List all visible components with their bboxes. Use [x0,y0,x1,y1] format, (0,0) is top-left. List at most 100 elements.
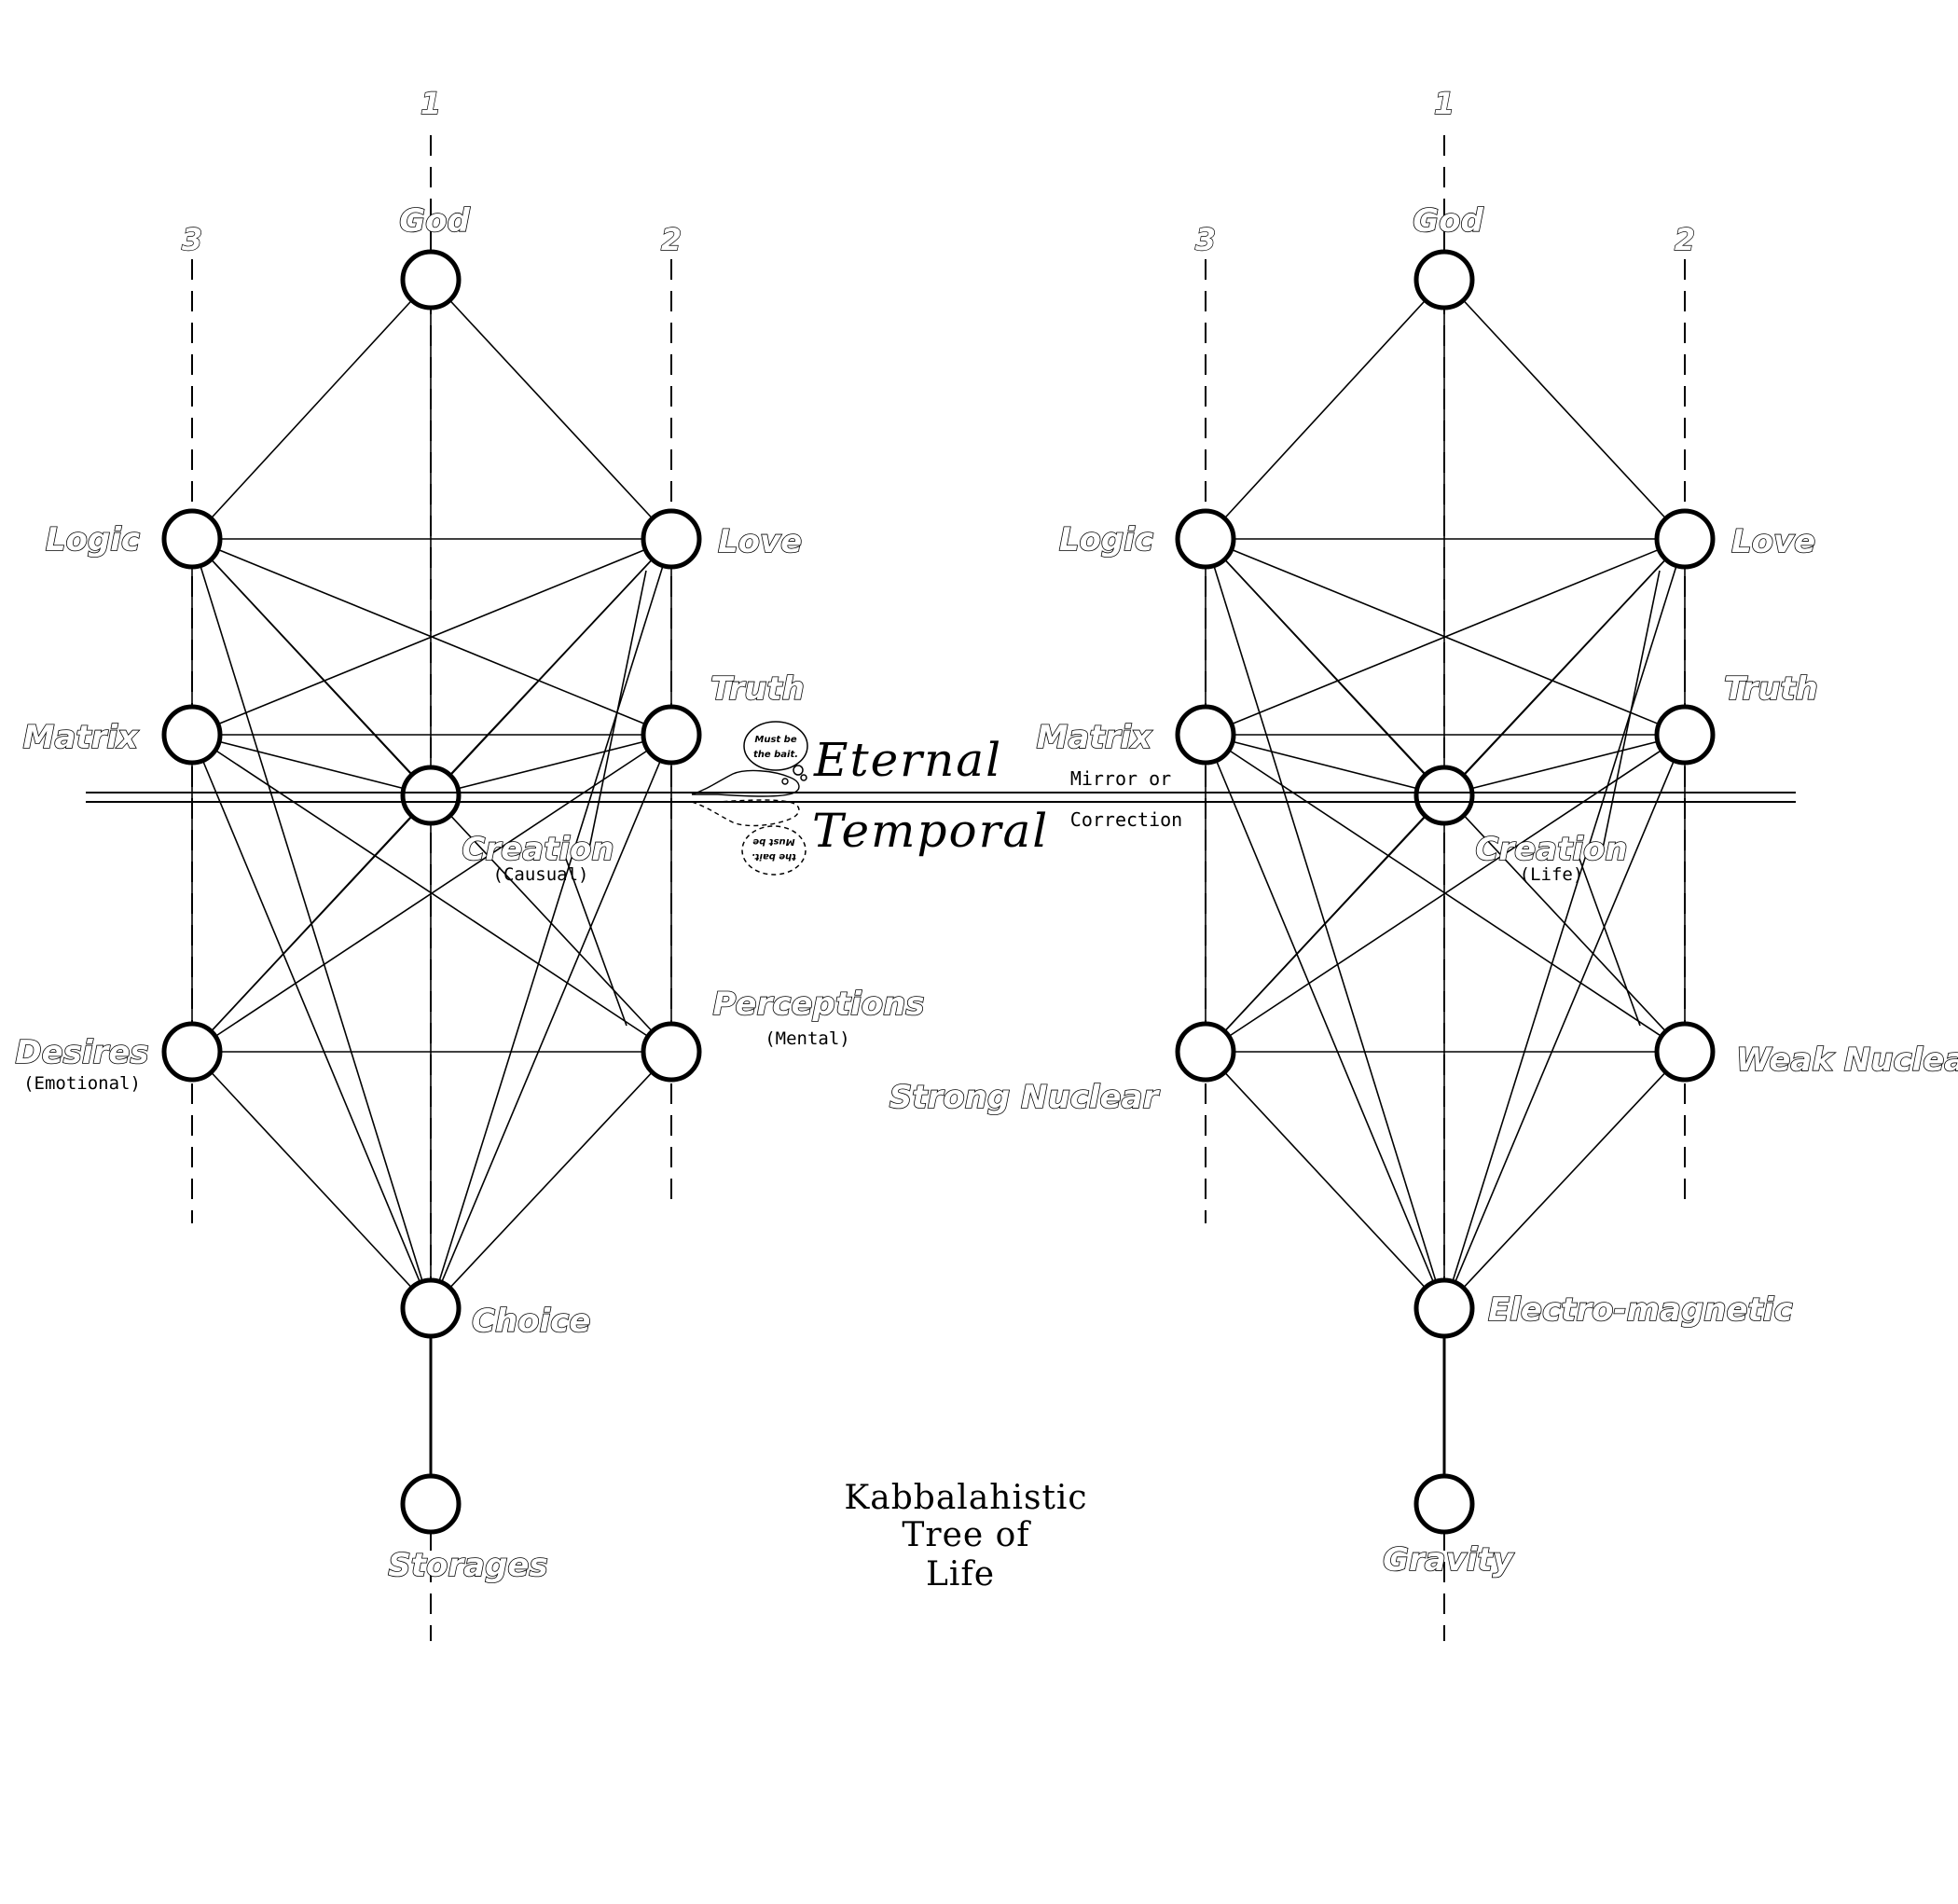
thought-bubble-lower [741,825,807,876]
fish-bait-illustration: Must be the bait. the bait. Must be [691,721,808,876]
node-love [1654,508,1716,570]
path-truth-choice [430,734,672,1309]
label-creation-sub: (Causual) [493,864,589,885]
path-perceptions-choice [430,1051,672,1309]
label-truth: Truth [710,670,805,708]
label-electro-magnetic: Electro-magnetic [1488,1291,1793,1329]
left-tree: 1 3 2 God Logic Love Matrix Truth Creati… [15,85,926,1641]
label-matrix: Matrix [1037,719,1152,756]
path-creation-pointer-b [588,570,647,849]
label-eternal: Eternal [813,733,1002,787]
label-gravity: Gravity [1383,1541,1515,1579]
label-desires: Desires [15,1034,148,1071]
path-love-matrix [1205,538,1686,736]
label-mirror-line1: Mirror or [1070,767,1171,790]
path-truth-em [1443,734,1686,1309]
bubble-upper-line2: the bait. [753,750,798,760]
label-logic: Logic [1059,521,1153,559]
node-love [641,508,702,570]
node-weak-nuclear [1654,1021,1716,1083]
label-choice: Choice [472,1303,590,1340]
axis-label-3: 3 [182,222,202,257]
fish-eye-upper [781,778,789,785]
title-line-2: Tree of [902,1516,1031,1554]
label-weak-nuclear: Weak Nuclear [1736,1042,1958,1079]
path-love-matrix [191,538,672,736]
node-storages [400,1473,462,1535]
fish-upper [691,769,800,797]
label-desires-sub: (Emotional) [23,1073,141,1094]
path-matrix-creation [1205,734,1445,796]
path-creation-pointer-a [561,848,627,1027]
label-temporal: Temporal [812,804,1049,858]
axis-label-2: 2 [1675,222,1695,257]
label-perceptions-sub: (Mental) [765,1028,850,1049]
path-truth-creation [1443,734,1686,796]
node-matrix [161,704,223,766]
bubble-upper-line1: Must be [754,735,796,745]
label-logic: Logic [46,521,140,559]
title-line-3: Life [926,1555,995,1594]
left-nodes [161,249,702,1535]
node-logic [1175,508,1236,570]
node-logic [161,508,223,570]
path-creation-strong [1205,794,1445,1053]
bubble-lower-line1: the bait. [751,851,796,862]
path-matrix-em [1205,734,1445,1309]
label-truth: Truth [1724,670,1818,708]
axis-label-3: 3 [1195,222,1216,257]
label-god: God [1413,202,1483,240]
node-creation [400,765,462,826]
node-truth [1654,704,1716,766]
right-nodes [1175,249,1716,1535]
label-storages: Storages [388,1547,547,1584]
left-labels: 1 3 2 God Logic Love Matrix Truth Creati… [15,85,926,1585]
path-strong-em [1205,1051,1445,1309]
thought-dot-upper-1 [793,765,804,776]
node-matrix [1175,704,1236,766]
node-gravity [1413,1473,1475,1535]
axis-label-2: 2 [661,222,682,257]
node-perceptions [641,1021,702,1083]
label-love: Love [1731,523,1815,560]
path-truth-strong [1205,734,1686,1053]
diagram-title: Kabbalahistic Tree of Life [844,1479,1087,1594]
path-matrix-creation [191,734,432,796]
node-strong-nuclear [1175,1021,1236,1083]
path-love-em [1443,538,1686,1309]
path-god-logic [1205,279,1445,540]
label-god: God [399,202,470,240]
path-truth-creation [430,734,672,796]
right-tree: 1 3 2 God Logic Love Matrix Truth Creati… [889,85,1958,1641]
path-matrix-choice [191,734,432,1309]
title-line-1: Kabbalahistic [844,1479,1087,1517]
path-god-logic [191,279,432,540]
node-god [1413,249,1475,310]
node-creation [1413,765,1475,826]
path-creation-desires [191,794,432,1053]
label-mirror-line2: Correction [1070,808,1182,831]
label-love: Love [718,523,802,560]
axis-label-1: 1 [1434,86,1455,121]
path-truth-desires [191,734,672,1053]
label-creation: Creation [462,831,614,868]
label-perceptions: Perceptions [712,986,924,1023]
node-truth [641,704,702,766]
thought-dot-upper-2 [800,774,807,781]
path-creation-pointer-b [1602,570,1661,849]
path-creation-pointer-a [1575,848,1641,1027]
label-creation: Creation [1475,831,1627,868]
path-desires-choice [191,1051,432,1309]
node-desires [161,1021,223,1083]
path-god-love [430,279,672,540]
label-matrix: Matrix [23,719,139,756]
thought-bubble-upper [743,721,808,771]
bubble-lower-line2: Must be [752,836,794,847]
fish-lower [691,799,800,827]
right-labels: 1 3 2 God Logic Love Matrix Truth Creati… [889,85,1958,1580]
label-creation-sub: (Life) [1520,864,1584,885]
node-electro-magnetic [1413,1277,1475,1339]
node-choice [400,1277,462,1339]
node-god [400,249,462,310]
